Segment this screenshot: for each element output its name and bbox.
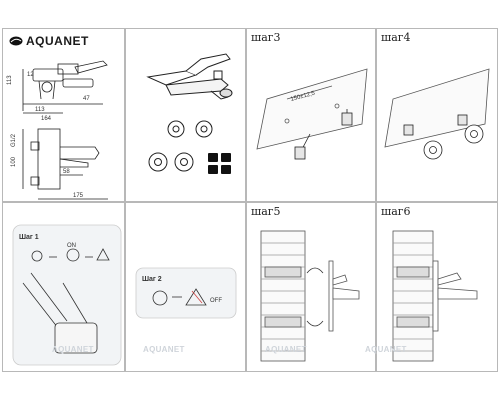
dim-12: 12 (27, 72, 34, 78)
dim-58: 58 (63, 169, 70, 175)
panel-step-3: шаг3 150±12,5 (246, 28, 376, 202)
step-5-illustration (260, 230, 360, 362)
dimension-drawing: 113 12 47 113 164 G1/2 100 58 175 (7, 60, 108, 200)
watermark: AQUANET (52, 345, 94, 354)
dim-164: 164 (41, 116, 52, 122)
panel-step-4: шаг4 (376, 28, 498, 202)
dim-100: 100 (11, 156, 17, 167)
watermark: AQUANET (143, 345, 185, 354)
panel-step-2: Шаг 2 OFF (125, 202, 246, 372)
step-3-illustration: 150±12,5 (256, 68, 368, 160)
step-6-illustration (392, 230, 478, 362)
watermark: AQUANET (265, 345, 307, 354)
dim-113-vertical: 113 (7, 75, 13, 85)
on-label: ON (67, 243, 76, 249)
panel-step-1: Шаг 1 ON (2, 202, 125, 372)
panel-product-parts (125, 28, 246, 202)
dim-47: 47 (83, 96, 90, 102)
step-1-label: Шаг 1 (19, 234, 39, 241)
product-illustration (146, 53, 233, 174)
dim-113-horizontal: 113 (35, 107, 45, 113)
brand-logo: AQUANET (9, 34, 89, 48)
step-5-label: шаг5 (251, 205, 281, 218)
panel-technical-drawing: AQUANET 113 12 47 113 164 (2, 28, 125, 202)
step-4-label: шаг4 (381, 31, 411, 44)
dim-g12: G1/2 (11, 133, 17, 147)
step-2-illustration: Шаг 2 OFF (135, 267, 237, 319)
watermark: AQUANET (365, 345, 407, 354)
aquanet-logo-icon (9, 36, 23, 46)
panel-step-6: шаг6 (376, 202, 498, 372)
panel-step-5: шаг5 (246, 202, 376, 372)
brand-name: AQUANET (26, 34, 89, 48)
step-3-label: шаг3 (251, 31, 281, 44)
dim-175: 175 (73, 193, 84, 199)
step-4-illustration (384, 68, 490, 160)
step-1-illustration: Шаг 1 ON (12, 224, 122, 366)
step-6-label: шаг6 (381, 205, 411, 218)
off-label: OFF (210, 298, 222, 304)
step-2-label: Шаг 2 (142, 276, 162, 283)
